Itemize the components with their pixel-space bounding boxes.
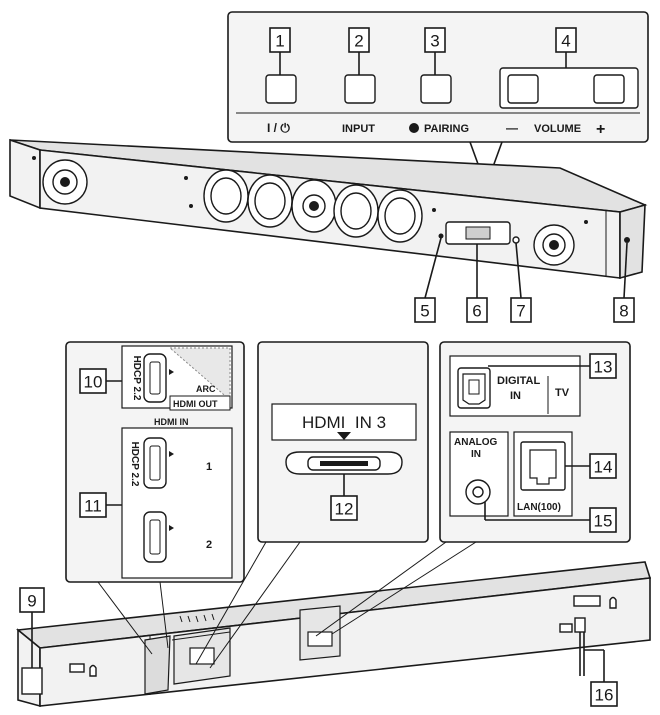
svg-text:12: 12 (335, 500, 354, 519)
callout-14: 14 (589, 453, 617, 479)
hdcp-label-top: HDCP 2.2 (131, 356, 142, 401)
volume-minus-label: — (506, 121, 518, 135)
svg-text:5: 5 (420, 302, 429, 321)
indicator-light (512, 236, 520, 244)
arc-label: ARC (196, 384, 216, 394)
callout-5: 5 (414, 297, 436, 323)
callout-8: 8 (613, 297, 635, 323)
svg-text:7: 7 (516, 302, 525, 321)
top-button-panel: I / ⏻ INPUT PAIRING — VOLUME + 1 2 3 4 (227, 11, 649, 187)
svg-text:13: 13 (594, 358, 613, 377)
soundbar-front: 5 6 7 8 (9, 138, 648, 323)
svg-text:8: 8 (619, 302, 628, 321)
callout-16: 16 (590, 681, 618, 707)
lan-label: LAN(100) (517, 502, 561, 513)
analog-in-label: IN (471, 449, 481, 460)
remote-sensor (438, 233, 444, 239)
callout-1: 1 (269, 27, 291, 53)
hdmi-in-1-label: 1 (206, 461, 212, 473)
svg-text:4: 4 (561, 32, 570, 51)
input-button (344, 74, 376, 104)
svg-text:16: 16 (595, 686, 614, 705)
svg-text:9: 9 (27, 592, 36, 611)
callout-3: 3 (424, 27, 446, 53)
woofer-3 (333, 184, 379, 238)
svg-text:15: 15 (594, 512, 613, 531)
input-label: INPUT (342, 123, 375, 135)
pairing-button (420, 74, 452, 104)
center-tweeter (291, 179, 337, 233)
connections-panel: DIGITAL IN TV ANALOG IN LAN(100) 13 14 1… (439, 341, 631, 543)
svg-text:14: 14 (594, 458, 613, 477)
front-indicator (624, 237, 630, 243)
hdmi-in3-panel: HDMI IN 3 12 (257, 341, 429, 543)
front-display (445, 221, 511, 245)
volume-down-button (507, 74, 539, 104)
callout-12: 12 (330, 495, 358, 521)
hdmi-out-label: HDMI OUT (173, 399, 218, 409)
woofer-4 (377, 189, 423, 243)
svg-text:11: 11 (84, 497, 102, 516)
volume-up-button (593, 74, 625, 104)
hdcp-label-bottom: HDCP 2.2 (129, 442, 140, 487)
volume-plus-label: + (596, 121, 605, 138)
callout-15: 15 (589, 507, 617, 533)
svg-text:10: 10 (84, 373, 103, 392)
callout-13: 13 (589, 353, 617, 379)
callout-11: 11 (79, 492, 107, 518)
soundbar-rear: 9 16 (16, 541, 652, 708)
callout-4: 4 (555, 27, 577, 53)
woofer-2 (247, 174, 293, 228)
svg-text:6: 6 (472, 302, 481, 321)
analog-label: ANALOG (454, 437, 498, 448)
power-button (265, 74, 297, 104)
hdmi-in3-label: HDMI IN 3 (302, 413, 386, 432)
svg-text:1: 1 (275, 32, 284, 51)
digital-label: DIGITAL (497, 375, 540, 387)
left-tweeter (42, 159, 88, 205)
callout-2: 2 (348, 27, 370, 53)
volume-label: VOLUME (534, 123, 581, 135)
pairing-label: PAIRING (424, 123, 469, 135)
hdmi-in-2-label: 2 (206, 539, 212, 551)
callout-6: 6 (466, 297, 488, 323)
callout-7: 7 (510, 297, 532, 323)
tv-label: TV (555, 387, 570, 399)
callout-10: 10 (79, 368, 107, 394)
callout-9: 9 (19, 587, 45, 613)
svg-text:2: 2 (354, 32, 363, 51)
hdmi-panel: HDCP 2.2 ARC HDMI OUT HDMI IN HDCP 2.2 1… (65, 341, 245, 583)
svg-text:3: 3 (430, 32, 439, 51)
woofer-1 (203, 169, 249, 223)
digital-in-label: IN (510, 390, 521, 402)
bluetooth-icon (409, 123, 419, 133)
hdmi-in-label: HDMI IN (154, 417, 189, 427)
power-label: I / ⏻ (267, 121, 290, 135)
right-tweeter (533, 224, 575, 266)
rear-left-foot (21, 667, 43, 695)
power-cord-connector (574, 617, 586, 633)
